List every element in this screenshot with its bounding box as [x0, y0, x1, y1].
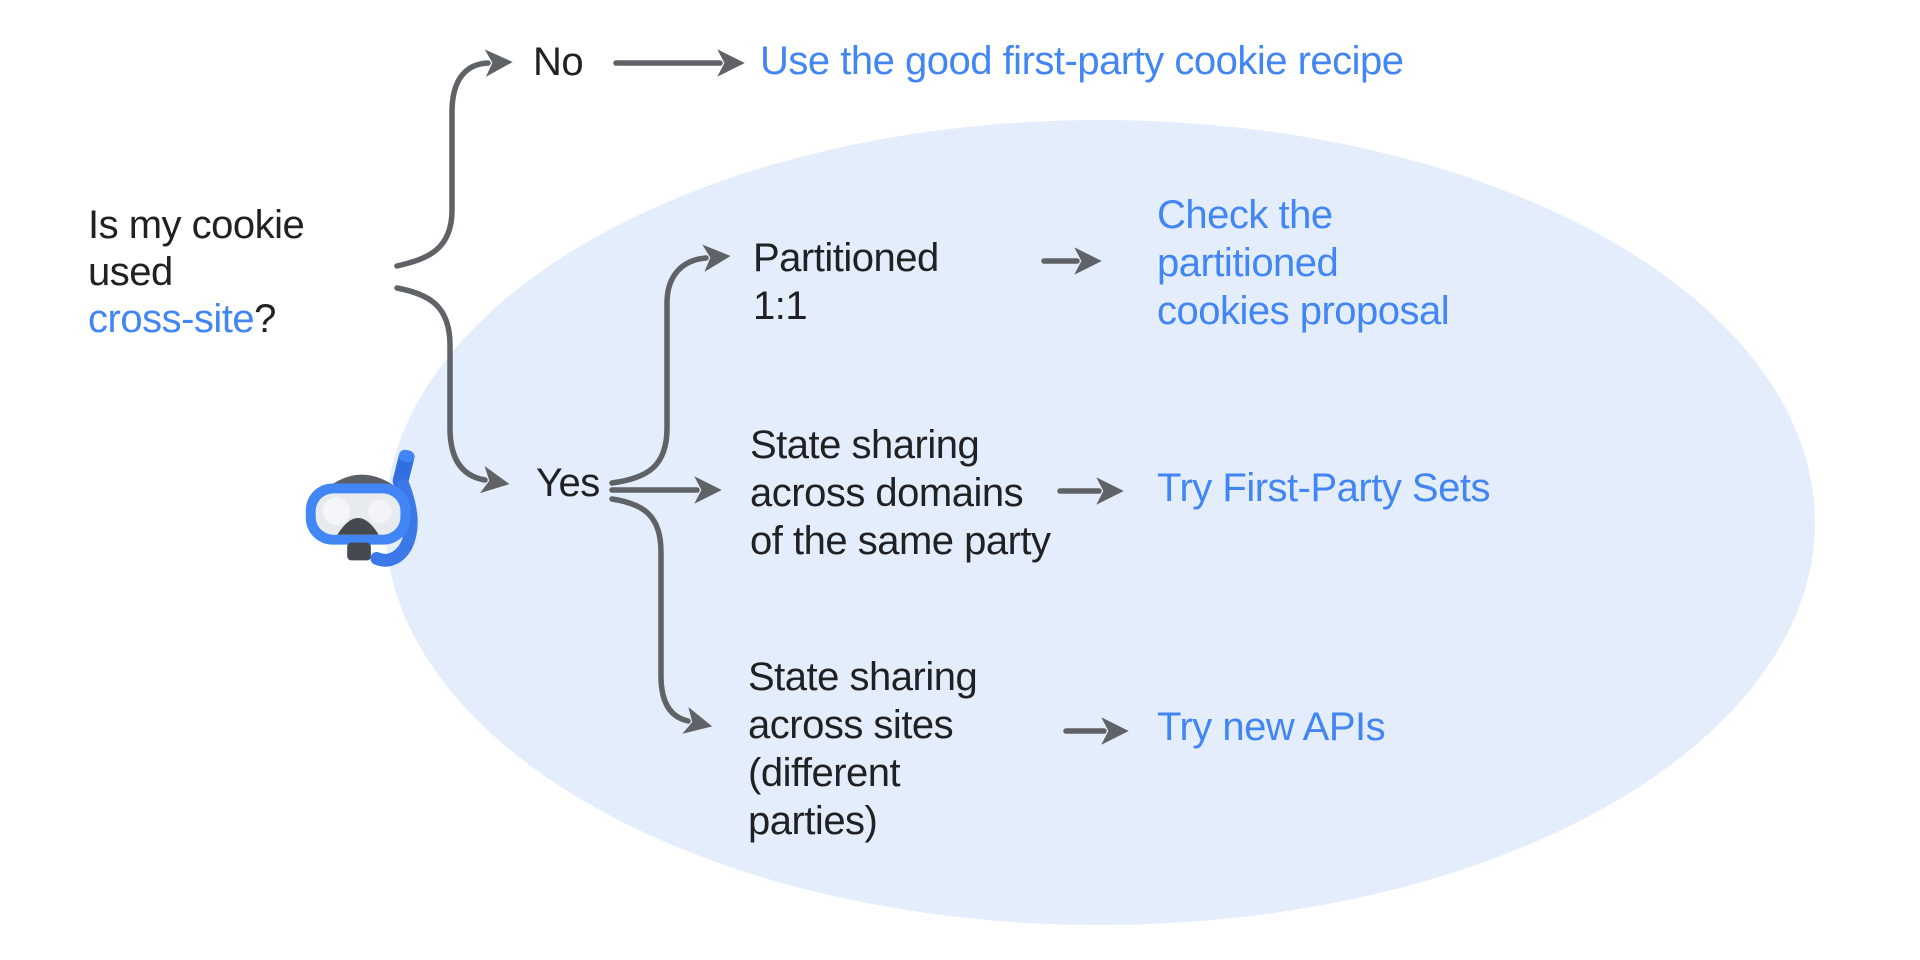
partitioned-proposal-link[interactable]: Check the partitioned cookies proposal — [1157, 191, 1450, 335]
domains-line-3: of the same party — [750, 519, 1051, 563]
arrow-yes-to-sites — [609, 496, 713, 734]
proposal-line-3[interactable]: cookies proposal — [1157, 289, 1450, 333]
question-mark: ? — [254, 297, 276, 341]
question-line-3: cross-site? — [88, 296, 304, 343]
sites-line-3: (different — [748, 751, 901, 795]
recipe-link[interactable]: Use the good first-party cookie recipe — [760, 39, 1404, 83]
question-line-2: used — [88, 250, 173, 294]
sites-label: State sharing across sites (different pa… — [748, 653, 978, 845]
sites-line-1: State sharing — [748, 655, 978, 699]
question: Is my cookie used cross-site? — [88, 202, 305, 343]
domains-line-1: State sharing — [750, 423, 980, 467]
question-line-1: Is my cookie — [88, 203, 305, 247]
proposal-line-1[interactable]: Check the — [1157, 193, 1333, 237]
arrow-question-to-yes — [394, 285, 510, 494]
partitioned-line-2: 1:1 — [753, 284, 808, 328]
arrow-question-to-no — [394, 49, 513, 269]
proposal-line-2[interactable]: partitioned — [1157, 241, 1339, 285]
new-apis-link[interactable]: Try new APIs — [1157, 705, 1386, 749]
partitioned-line-1: Partitioned — [753, 236, 939, 280]
partitioned-label: Partitioned 1:1 — [753, 234, 939, 330]
cross-site-link[interactable]: cross-site — [88, 297, 255, 341]
arrow-yes-to-partitioned — [609, 244, 731, 486]
no-label: No — [533, 40, 584, 84]
sites-line-2: across sites — [748, 703, 954, 747]
yes-label: Yes — [536, 461, 600, 505]
domains-line-2: across domains — [750, 471, 1024, 515]
first-party-sets-link[interactable]: Try First-Party Sets — [1157, 466, 1490, 510]
diving-mask-emoji — [293, 448, 431, 586]
domains-label: State sharing across domains of the same… — [750, 421, 1051, 565]
sites-line-4: parties) — [748, 799, 878, 843]
